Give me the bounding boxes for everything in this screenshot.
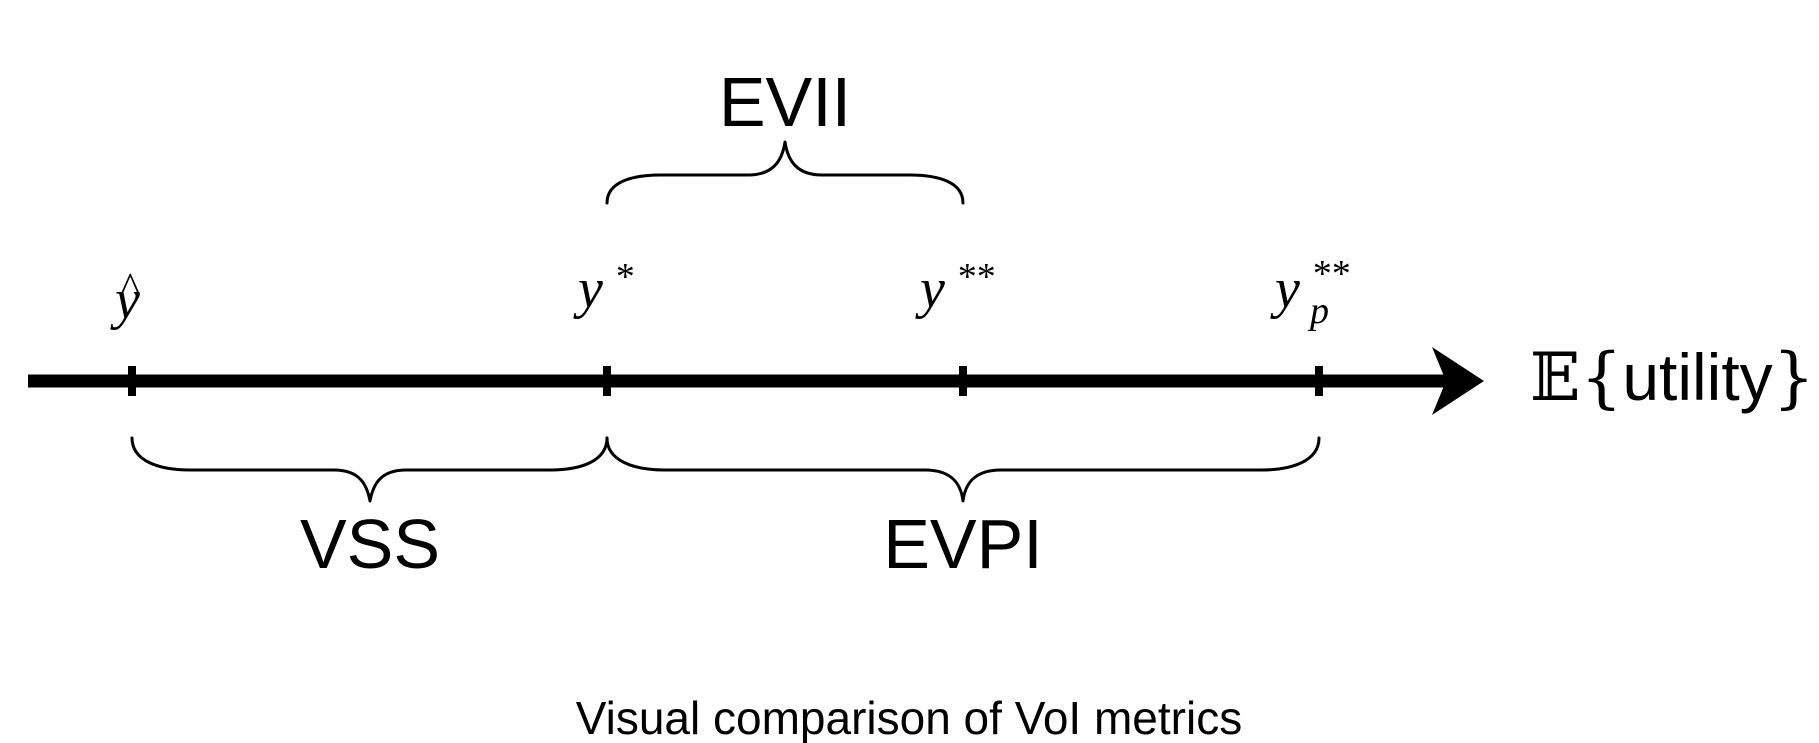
tick-label-y-hat: y ^ xyxy=(110,264,140,331)
tick-label-y-star-superscript: * xyxy=(614,256,633,298)
expectation-symbol: 𝔼 xyxy=(1530,339,1580,416)
tick-label-y-star: y * xyxy=(573,256,633,320)
tick-label-y-double-star-base: y xyxy=(915,258,945,320)
evii-label: EVII xyxy=(719,63,851,141)
tick-label-y-hat-base: y xyxy=(110,269,140,331)
axis-label-word: utility xyxy=(1622,340,1772,414)
tick-label-y-p-double-star-base: y xyxy=(1270,258,1300,320)
axis-label-open-brace: { xyxy=(1580,339,1622,416)
figure-caption: Visual comparison of VoI metrics xyxy=(576,692,1242,743)
tick-label-y-double-star: y ** xyxy=(915,256,994,320)
evii-brace-icon xyxy=(605,140,965,205)
tick-label-y-p-double-star: y ** p xyxy=(1270,253,1349,332)
tick-label-y-p-double-star-superscript: ** xyxy=(1311,253,1349,295)
evpi-label: EVPI xyxy=(883,505,1043,583)
evpi-brace-icon xyxy=(605,436,1321,503)
axis-label-close-brace: } xyxy=(1773,339,1815,416)
tick-label-y-hat-accent: ^ xyxy=(120,264,140,309)
axis-label: 𝔼{utility} xyxy=(1530,339,1815,416)
vss-label: VSS xyxy=(300,505,440,583)
tick-label-y-p-double-star-subscript: p xyxy=(1307,290,1329,332)
tick-label-y-star-base: y xyxy=(573,258,603,320)
axis-arrowhead-icon xyxy=(1432,347,1484,415)
tick-label-y-double-star-superscript: ** xyxy=(956,256,994,298)
vss-brace-icon xyxy=(130,436,609,503)
